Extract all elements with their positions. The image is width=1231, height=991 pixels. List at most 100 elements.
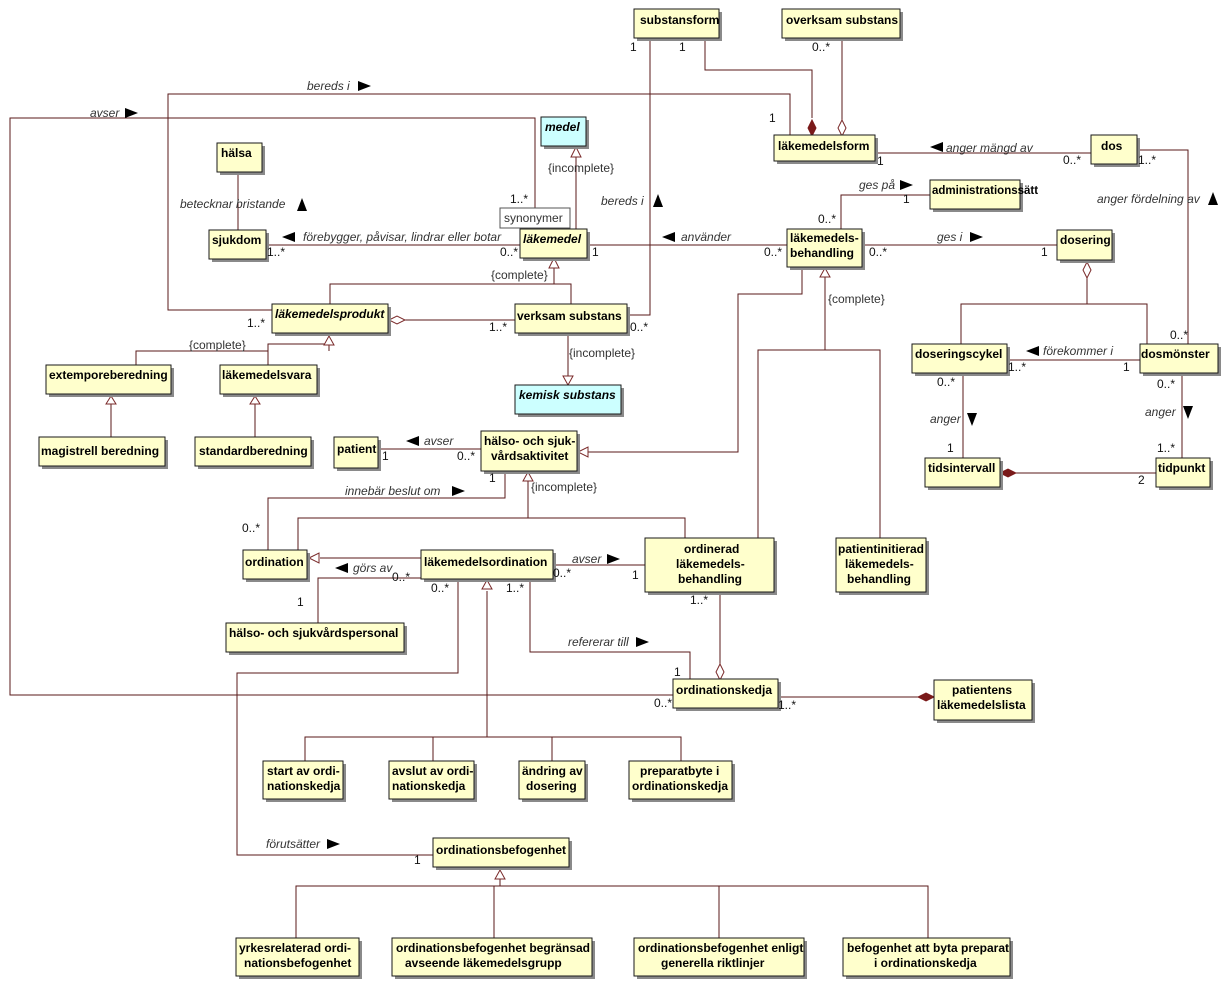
mult-substansform-1b: 1 bbox=[679, 40, 686, 54]
class-magistrell-beredning[interactable]: magistrell beredning bbox=[38, 436, 168, 469]
class-start-av-ordinationskedja[interactable]: start av ordi- nationskedja bbox=[262, 760, 346, 802]
line-gen-lakord-bus bbox=[304, 736, 682, 761]
class-tidsintervall[interactable]: tidsintervall bbox=[924, 457, 1003, 490]
class-standardberedning[interactable]: standardberedning bbox=[194, 436, 314, 469]
generalization-arrow-medel bbox=[570, 145, 582, 158]
line-lakord-personal bbox=[317, 577, 421, 623]
class-label-aktivitet-2: vårdsaktivitet bbox=[491, 449, 568, 463]
generalization-arrow-lakemedel bbox=[548, 256, 560, 269]
class-lakemedel[interactable]: läkemedel bbox=[519, 228, 590, 261]
class-ordinationskedja[interactable]: ordinationskedja bbox=[672, 678, 781, 711]
constraint-complete-produkt: {complete} bbox=[189, 338, 246, 352]
class-lakemedelsvara[interactable]: läkemedelsvara bbox=[219, 364, 320, 397]
class-sjukdom[interactable]: sjukdom bbox=[208, 229, 269, 262]
class-label-ordinationskedja: ordinationskedja bbox=[676, 683, 772, 697]
line-gen-behandling-patientinit bbox=[825, 349, 881, 538]
line-avser-top bbox=[9, 117, 673, 696]
assoc-forutsatter: förutsätter bbox=[266, 837, 321, 851]
class-lakemedelsprodukt[interactable]: läkemedelsprodukt bbox=[271, 303, 391, 336]
class-patientinitierad-lakemedelsbehandling[interactable]: patientinitierad läkemedels- behandling bbox=[835, 537, 929, 595]
class-ordinerad-lakemedelsbehandling[interactable]: ordinerad läkemedels- behandling bbox=[644, 537, 777, 595]
mult-beh-top: 0..* bbox=[818, 212, 836, 226]
class-label-patient: patient bbox=[337, 442, 376, 456]
class-halsa[interactable]: hälsa bbox=[216, 142, 265, 175]
mult-tidsintervall: 1 bbox=[947, 441, 954, 455]
line-aktivitet-ordination bbox=[267, 472, 506, 550]
mult-kedja-right: 1..* bbox=[778, 698, 796, 712]
class-tidpunkt[interactable]: tidpunkt bbox=[1155, 457, 1213, 490]
assoc-anger-right: anger bbox=[1145, 405, 1177, 419]
line-gen-behandling-ordinerad bbox=[757, 268, 826, 538]
class-befogenhet-enligt-riktlinjer[interactable]: ordinationsbefogenhet enligt generella r… bbox=[633, 937, 807, 979]
constraint-incomplete-kemisk: {incomplete} bbox=[569, 346, 635, 360]
class-label-andring-2: dosering bbox=[526, 779, 577, 793]
mult-aktivitet-bottom: 1 bbox=[489, 471, 496, 485]
class-avslut-av-ordinationskedja[interactable]: avslut av ordi- nationskedja bbox=[388, 760, 477, 802]
class-label-yrkesrelaterad-2: nationsbefogenhet bbox=[244, 956, 351, 970]
direction-arrow-bereds-top bbox=[358, 81, 371, 91]
mult-lakemedel-syn: 1..* bbox=[510, 192, 528, 206]
line-behandling-admin bbox=[840, 194, 930, 229]
mult-tidpunkt-top: 1..* bbox=[1157, 441, 1175, 455]
class-andring-av-dosering[interactable]: ändring av dosering bbox=[518, 760, 588, 802]
class-befogenhet-att-byta-preparat[interactable]: befogenhet att byta preparat i ordinatio… bbox=[842, 937, 1013, 979]
class-dos[interactable]: dos bbox=[1090, 134, 1140, 167]
class-extemporeberedning[interactable]: extemporeberedning bbox=[45, 364, 174, 397]
class-label-lakemedelsform: läkemedelsform bbox=[778, 139, 869, 153]
class-label-aktivitet-1: hälso- och sjuk- bbox=[484, 434, 575, 448]
aggregation-diamond-produkt bbox=[387, 315, 407, 325]
class-yrkesrelaterad-befogenhet[interactable]: yrkesrelaterad ordi- nationsbefogenhet bbox=[235, 937, 362, 979]
class-lakemedelsbehandling[interactable]: läkemedels- behandling bbox=[786, 228, 865, 270]
line-dos-dosmonster bbox=[1137, 149, 1189, 344]
class-halso-och-sjukvardspersonal[interactable]: hälso- och sjukvårdspersonal bbox=[225, 622, 407, 655]
class-ordinationsbefogenhet[interactable]: ordinationsbefogenhet bbox=[432, 837, 572, 870]
class-verksam-substans[interactable]: verksam substans bbox=[514, 303, 630, 336]
assoc-bereds-i-top: bereds i bbox=[307, 79, 350, 93]
line-lakord-befogenhet bbox=[236, 579, 459, 856]
direction-arrow-gors-av bbox=[335, 563, 348, 573]
class-patientens-lakemedelslista[interactable]: patientens läkemedelslista bbox=[933, 679, 1035, 723]
class-medel[interactable]: medel bbox=[540, 116, 589, 149]
generalization-arrow-aktivitet bbox=[522, 470, 534, 482]
class-label-lakemedelsordination: läkemedelsordination bbox=[424, 555, 547, 569]
class-patient[interactable]: patient bbox=[333, 436, 381, 471]
assoc-anvander: använder bbox=[681, 230, 732, 244]
class-substansform[interactable]: substansform bbox=[633, 8, 722, 41]
aggregation-diamond-lakemedelsform bbox=[837, 118, 847, 138]
aggregation-diamond-dosering bbox=[1082, 260, 1092, 280]
class-ordination[interactable]: ordination bbox=[242, 549, 310, 582]
class-overksam-substans[interactable]: overksam substans bbox=[781, 8, 903, 41]
class-lakemedelsform[interactable]: läkemedelsform bbox=[773, 134, 878, 164]
class-administrationssatt[interactable]: administrationssätt bbox=[929, 179, 1038, 212]
class-label-befogenhet: ordinationsbefogenhet bbox=[436, 843, 566, 857]
class-label-extemporeberedning: extemporeberedning bbox=[49, 368, 168, 382]
class-lakemedelsordination[interactable]: läkemedelsordination bbox=[420, 549, 556, 582]
class-halso-och-sjukvardsaktivitet[interactable]: hälso- och sjuk- vårdsaktivitet bbox=[480, 430, 580, 474]
assoc-anger-left: anger bbox=[930, 412, 962, 426]
class-kemisk-substans[interactable]: kemisk substans bbox=[514, 384, 624, 417]
mult-cykel-bottom: 0..* bbox=[937, 375, 955, 389]
association-direction-arrows bbox=[125, 81, 1218, 849]
line-substansform-verksam bbox=[627, 40, 651, 316]
mult-aktivitet-left: 0..* bbox=[457, 449, 475, 463]
mult-personal: 1 bbox=[297, 595, 304, 609]
line-gen-produkt-bus bbox=[135, 350, 269, 365]
class-dosmonster[interactable]: dosmönster bbox=[1139, 343, 1221, 376]
mult-ord-bottom-b: 1..* bbox=[506, 581, 524, 595]
mult-produkt: 1..* bbox=[247, 316, 265, 330]
direction-arrow-anger-left bbox=[967, 413, 977, 426]
mult-sjukdom: 1..* bbox=[267, 245, 285, 259]
class-label-lakemedelsbehandling-2: behandling bbox=[790, 246, 854, 260]
class-label-overksam-substans: overksam substans bbox=[786, 13, 898, 27]
class-befogenhet-begransad[interactable]: ordinationsbefogenhet begränsad avseende… bbox=[391, 937, 595, 979]
generalization-arrow-behandling bbox=[819, 266, 831, 278]
class-dosering[interactable]: dosering bbox=[1056, 229, 1115, 263]
mult-ordination: 0..* bbox=[242, 521, 260, 535]
class-doseringscykel[interactable]: doseringscykel bbox=[911, 343, 1010, 376]
mult-ordinerad-left: 1 bbox=[632, 568, 639, 582]
class-label-personal: hälso- och sjukvårdspersonal bbox=[229, 626, 398, 640]
class-label-patientinit-1: patientinitierad bbox=[838, 542, 924, 556]
assoc-ges-pa: ges på bbox=[859, 178, 895, 192]
class-preparatbyte-i-ordinationskedja[interactable]: preparatbyte i ordinationskedja bbox=[628, 760, 735, 802]
